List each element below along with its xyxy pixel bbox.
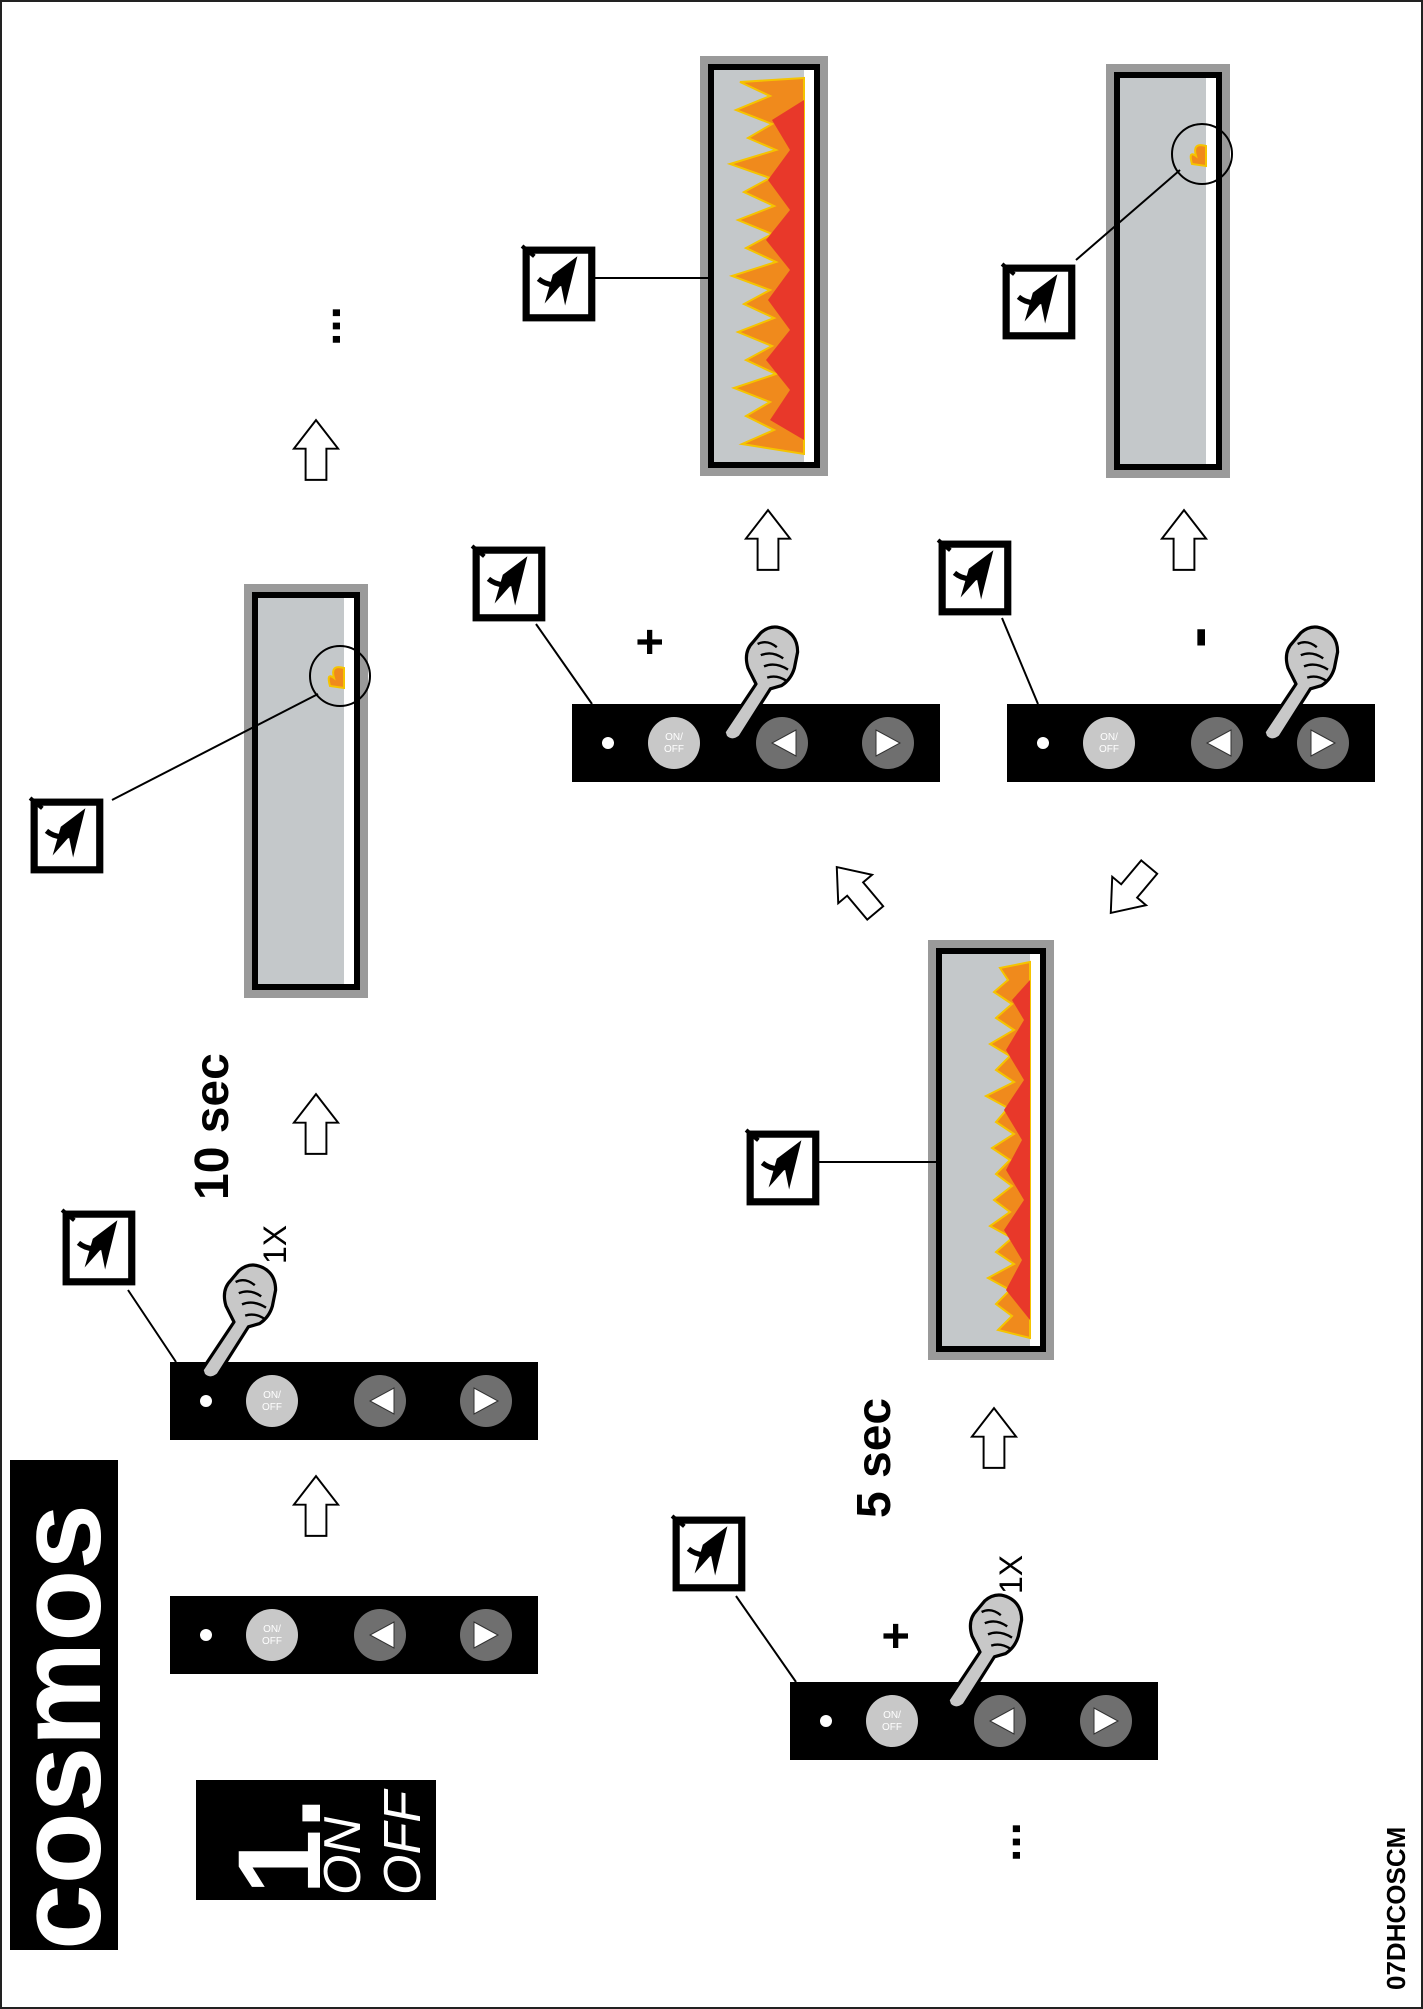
- step-on-label: ON: [314, 1817, 372, 1895]
- svg-text:ON/: ON/: [883, 1710, 901, 1721]
- remote-control-icon: [1002, 264, 1072, 336]
- svg-text:OFF: OFF: [1099, 744, 1119, 755]
- control-panel-minus: ON/ OFF: [1007, 704, 1375, 782]
- svg-text:ON/: ON/: [263, 1624, 281, 1635]
- page-title: cosmos: [0, 1504, 126, 1950]
- arrow-icon: [292, 418, 340, 482]
- display-low-flame: [1075, 64, 1233, 478]
- svg-text:OFF: OFF: [262, 1402, 282, 1413]
- svg-text:ON/: ON/: [665, 732, 683, 743]
- arrow-icon: [1160, 508, 1208, 572]
- arrow-icon: [970, 1406, 1018, 1470]
- on-off-button[interactable]: [1083, 717, 1135, 769]
- label-plus: +: [624, 628, 677, 656]
- arrow-icon: [292, 1092, 340, 1156]
- arrow-icon: [818, 851, 894, 929]
- label-minus: -: [1160, 627, 1232, 648]
- step-number: 1.: [214, 1797, 346, 1895]
- on-off-button[interactable]: [648, 717, 700, 769]
- step-badge: 1. ON OFF: [196, 1780, 436, 1900]
- remote-control-icon: [938, 540, 1008, 612]
- control-panel-plus-1x: ON/ OFF: [790, 1682, 1158, 1760]
- remote-control-icon: [472, 546, 542, 618]
- step-off-label: OFF: [374, 1788, 432, 1895]
- on-off-button[interactable]: [866, 1695, 918, 1747]
- remote-control-icon: [62, 1210, 132, 1282]
- on-off-button[interactable]: [246, 1375, 298, 1427]
- label-10-sec: 10 sec: [186, 1053, 239, 1200]
- label-5-sec: 5 sec: [848, 1398, 901, 1518]
- on-off-button[interactable]: [246, 1609, 298, 1661]
- control-panel-off: ON/ OFF: [170, 1596, 538, 1674]
- display-pilot-flame: [111, 584, 371, 998]
- flame-icon: [1189, 144, 1207, 168]
- footer-code: 07DHCOSCM: [1381, 1827, 1411, 1990]
- remote-control-icon: [672, 1516, 742, 1588]
- arrow-icon: [744, 508, 792, 572]
- label-ellipsis: ...: [978, 1822, 1031, 1862]
- control-panel-plus: ON/ OFF: [572, 704, 940, 782]
- label-plus: +: [870, 1622, 923, 1650]
- arrow-icon: [1092, 851, 1168, 929]
- svg-text:OFF: OFF: [262, 1636, 282, 1647]
- flame-icon: [327, 666, 345, 690]
- display-high-flames: [594, 56, 828, 476]
- arrow-icon: [292, 1474, 340, 1538]
- label-ellipsis: ...: [298, 306, 351, 346]
- pointing-hand-icon: [200, 1263, 278, 1378]
- control-panel-press-onoff: ON/ OFF: [170, 1362, 538, 1440]
- remote-control-icon: [746, 1130, 816, 1202]
- remote-control-icon: [30, 798, 100, 870]
- svg-text:ON/: ON/: [263, 1390, 281, 1401]
- title-banner: cosmos: [0, 1460, 126, 1950]
- display-medium-flames: [818, 940, 1054, 1360]
- svg-text:OFF: OFF: [664, 744, 684, 755]
- label-1x: 1X: [257, 1225, 293, 1264]
- svg-text:ON/: ON/: [1100, 732, 1118, 743]
- label-1x: 1X: [993, 1555, 1029, 1594]
- remote-control-icon: [522, 246, 592, 318]
- svg-text:OFF: OFF: [882, 1722, 902, 1733]
